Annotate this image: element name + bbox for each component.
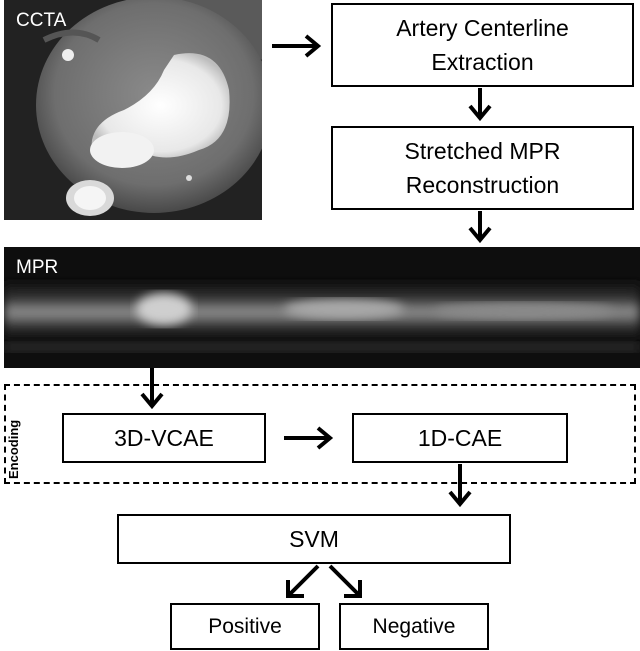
- stretched-line-2: Reconstruction: [405, 172, 560, 198]
- ccta-scan-graphic: [4, 0, 262, 220]
- stretched-line-1: Stretched MPR: [404, 138, 561, 164]
- arrow-svm-to-negative: [328, 564, 360, 596]
- cae-box: 1D-CAE: [352, 413, 568, 463]
- cae-label: 1D-CAE: [417, 424, 503, 451]
- centerline-extraction-box: Artery Centerline Extraction: [331, 3, 634, 87]
- vcae-label: 3D-VCAE: [114, 424, 214, 451]
- negative-label: Negative: [372, 614, 456, 638]
- centerline-line-2: Extraction: [431, 49, 534, 75]
- svm-label: SVM: [289, 525, 339, 552]
- ccta-label: CCTA: [16, 10, 67, 31]
- arrow-svm-to-positive: [288, 564, 320, 596]
- mpr-label: MPR: [16, 257, 59, 278]
- svm-box: SVM: [117, 514, 511, 564]
- mpr-image: MPR: [4, 247, 640, 368]
- negative-box: Negative: [339, 603, 489, 650]
- ccta-image: CCTA: [4, 0, 262, 220]
- stretched-mpr-box: Stretched MPR Reconstruction: [331, 126, 634, 210]
- centerline-line-1: Artery Centerline: [396, 15, 569, 41]
- mpr-strip-graphic: [4, 247, 640, 368]
- positive-label: Positive: [208, 614, 282, 638]
- encoding-label: Encoding: [6, 419, 21, 479]
- vcae-box: 3D-VCAE: [62, 413, 266, 463]
- encoding-group: [4, 384, 636, 484]
- positive-box: Positive: [170, 603, 320, 650]
